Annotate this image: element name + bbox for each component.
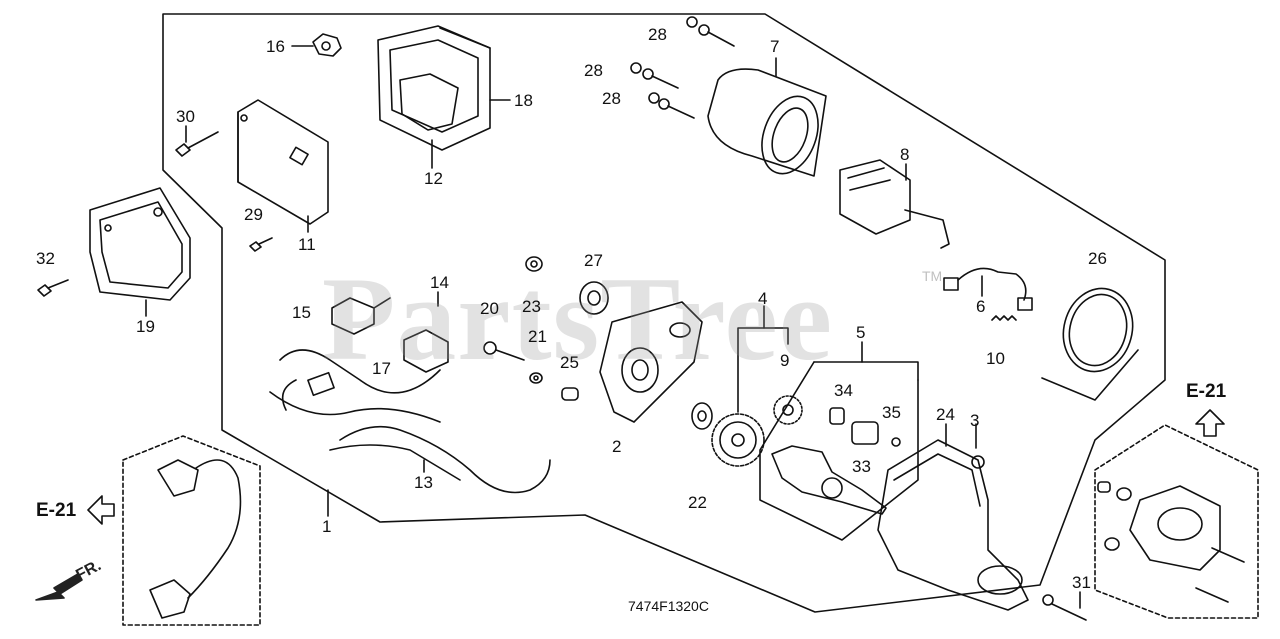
part-label-19[interactable]: 19: [136, 317, 155, 336]
part-label-27[interactable]: 27: [584, 251, 603, 270]
leader-line: [737, 327, 789, 413]
part-label-2[interactable]: 2: [612, 437, 622, 456]
part-label-35[interactable]: 35: [882, 403, 901, 422]
receptacle-part[interactable]: [403, 329, 449, 373]
washer-part[interactable]: [529, 372, 543, 384]
part-label-20[interactable]: 20: [480, 299, 499, 318]
part-label-10[interactable]: 10: [986, 349, 1005, 368]
part-label-23[interactable]: 23: [522, 297, 541, 316]
gear-part[interactable]: [711, 413, 765, 467]
bolt-part[interactable]: [37, 279, 69, 297]
part-label-28a[interactable]: 28: [648, 25, 667, 44]
drive-shaft-part[interactable]: [771, 445, 887, 515]
leader-line: [759, 361, 919, 541]
trademark-mark: TM: [922, 268, 943, 284]
part-label-1[interactable]: 1: [322, 517, 332, 536]
spring-part[interactable]: [991, 315, 1017, 321]
part-label-4[interactable]: 4: [758, 289, 768, 308]
part-label-11[interactable]: 11: [298, 235, 316, 254]
part-label-28c[interactable]: 28: [602, 89, 621, 108]
part-label-15[interactable]: 15: [292, 303, 311, 322]
wire-harness-part[interactable]: [943, 267, 1033, 311]
starter-housing-part[interactable]: [877, 439, 1029, 611]
bolt-part[interactable]: [175, 131, 219, 157]
bearing-part[interactable]: [579, 281, 609, 315]
end-plate-part[interactable]: [599, 301, 703, 423]
washer-part[interactable]: [525, 256, 543, 272]
part-label-29[interactable]: 29: [244, 205, 263, 224]
part-label-7[interactable]: 7: [770, 37, 780, 56]
bolt-part[interactable]: [686, 16, 735, 47]
part-label-12[interactable]: 12: [424, 169, 443, 188]
collar-part[interactable]: [561, 387, 579, 401]
screw-part[interactable]: [249, 237, 273, 252]
spring-part[interactable]: [829, 407, 845, 425]
part-label-32[interactable]: 32: [36, 249, 55, 268]
part-label-24[interactable]: 24: [936, 405, 955, 424]
part-label-34[interactable]: 34: [834, 381, 853, 400]
o-ring-part[interactable]: [1054, 281, 1141, 380]
part-label-26[interactable]: 26: [1088, 249, 1107, 268]
motor-housing-part[interactable]: [707, 68, 828, 181]
armature-part[interactable]: [839, 159, 950, 249]
bolt-part[interactable]: [648, 92, 695, 119]
assembly-boundary: [162, 13, 1166, 613]
bolt-part[interactable]: [483, 341, 525, 361]
bolt-part[interactable]: [1042, 594, 1087, 621]
part-label-21[interactable]: 21: [528, 327, 547, 346]
part-label-8[interactable]: 8: [900, 145, 910, 164]
part-label-25[interactable]: 25: [560, 353, 579, 372]
starter-boundary: [1041, 349, 1139, 401]
part-label-13[interactable]: 13: [414, 473, 433, 492]
diagram-code: 7474F1320C: [628, 598, 709, 614]
leader-line: [813, 361, 919, 381]
part-label-3[interactable]: 3: [970, 411, 980, 430]
part-label-14[interactable]: 14: [430, 273, 449, 292]
part-label-22[interactable]: 22: [688, 493, 707, 512]
bolt-part[interactable]: [630, 62, 679, 89]
power-cord-boundary: [122, 435, 261, 626]
part-label-9[interactable]: 9: [780, 351, 790, 370]
part-label-33[interactable]: 33: [852, 457, 871, 476]
part-label-18[interactable]: 18: [514, 91, 533, 110]
switch-part[interactable]: [331, 297, 391, 335]
mounting-plate-part[interactable]: [1097, 481, 1245, 603]
nut-part[interactable]: [312, 33, 342, 57]
sleeve-part[interactable]: [851, 421, 879, 445]
reference-label-left[interactable]: E-21: [36, 500, 77, 521]
part-label-5[interactable]: 5: [856, 323, 866, 342]
main-harness-part[interactable]: [269, 349, 551, 494]
cover-part[interactable]: [377, 25, 491, 151]
part-label-17[interactable]: 17: [372, 359, 391, 378]
part-label-28b[interactable]: 28: [584, 61, 603, 80]
control-module-part[interactable]: [237, 99, 329, 225]
mounting-plate-boundary: [1094, 424, 1259, 619]
washer-part[interactable]: [691, 402, 713, 430]
power-cord-part[interactable]: [149, 459, 242, 619]
part-label-30[interactable]: 30: [176, 107, 195, 126]
left-reference-arrow[interactable]: [87, 495, 115, 525]
front-direction-arrow: [35, 573, 83, 601]
part-label-16[interactable]: 16: [266, 37, 285, 56]
bracket-part[interactable]: [89, 187, 191, 301]
watermark: PartsTree: [322, 252, 833, 385]
part-label-31[interactable]: 31: [1072, 573, 1091, 592]
right-reference-arrow[interactable]: [1195, 409, 1225, 437]
clip-part[interactable]: [891, 437, 901, 447]
part-label-6[interactable]: 6: [976, 297, 986, 316]
reference-label-right[interactable]: E-21: [1186, 381, 1227, 402]
